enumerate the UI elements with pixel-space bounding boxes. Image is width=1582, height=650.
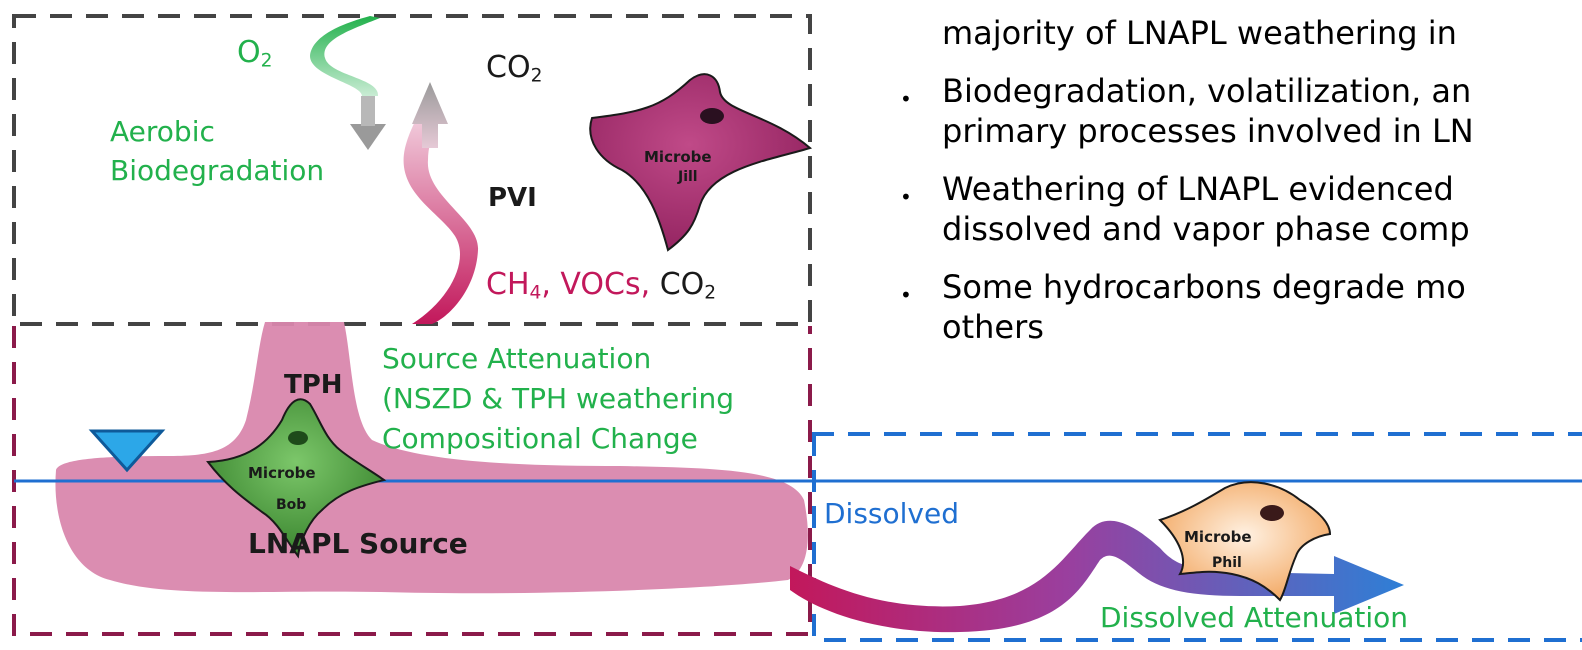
aerobic-label-line1: Aerobic [110, 115, 215, 148]
lnapl-source-label: LNAPL Source [248, 527, 468, 560]
tph-label: TPH [284, 370, 343, 400]
source-attenuation-line2: (NSZD & TPH weathering [382, 382, 735, 415]
dissolved-label: Dissolved [824, 497, 959, 530]
microbe-phil-icon [1158, 481, 1332, 602]
pvi-label: PVI [488, 183, 537, 213]
microbe-jill-name-line2: Jill [678, 169, 698, 185]
microbe-jill-icon [589, 73, 813, 252]
microbe-phil-nucleus [1260, 505, 1284, 521]
bullet-text: others [942, 308, 1044, 346]
microbe-bob-name-line1: Microbe [248, 464, 316, 482]
microbe-jill-nucleus [700, 108, 724, 124]
microbe-jill-name-line1: Microbe [644, 148, 712, 166]
microbe-bob-name-line2: Bob [276, 497, 307, 513]
vapor-flux-plume [403, 110, 479, 324]
dissolved-zone-box [812, 432, 1582, 642]
microbe-bob-nucleus [288, 431, 308, 445]
bullet-text: Biodegradation, volatilization, an [942, 72, 1472, 110]
bullet-text: Some hydrocarbons degrade mo [942, 268, 1466, 306]
microbe-phil-name-line2: Phil [1212, 555, 1242, 571]
bullet-marker: • [900, 185, 912, 209]
source-attenuation-line1: Source Attenuation [382, 342, 652, 375]
co2-up-arrow-icon [412, 82, 448, 148]
source-attenuation-line3: Compositional Change [382, 422, 698, 455]
aerobic-label-line2: Biodegradation [110, 154, 325, 187]
dissolved-attenuation-label: Dissolved Attenuation [1100, 601, 1409, 634]
lnapl-source-body [55, 322, 808, 594]
microbe-bob-icon [206, 398, 387, 559]
flux-gases-label: CH4, VOCs, CO2 [486, 267, 717, 304]
bullet-marker: • [900, 283, 912, 307]
bullet-text: dissolved and vapor phase comp [942, 210, 1470, 248]
co2-top-label: CO2 [486, 50, 543, 87]
water-table-icon [88, 429, 166, 473]
o2-label: O2 [237, 35, 273, 72]
bullet-text: majority of LNAPL weathering in [942, 14, 1457, 52]
vadose-zone-box [12, 14, 812, 326]
bullet-marker: • [900, 87, 912, 111]
o2-down-arrow-icon [350, 124, 386, 150]
bullet-text: Weathering of LNAPL evidenced [942, 170, 1454, 208]
bullet-text: primary processes involved in LN [942, 112, 1474, 150]
microbe-phil-name-line1: Microbe [1184, 528, 1252, 546]
bullet-panel: majority of LNAPL weathering in • Biodeg… [900, 0, 1582, 420]
o2-down-arrow-shaft [361, 96, 375, 126]
o2-squiggle [310, 16, 380, 96]
